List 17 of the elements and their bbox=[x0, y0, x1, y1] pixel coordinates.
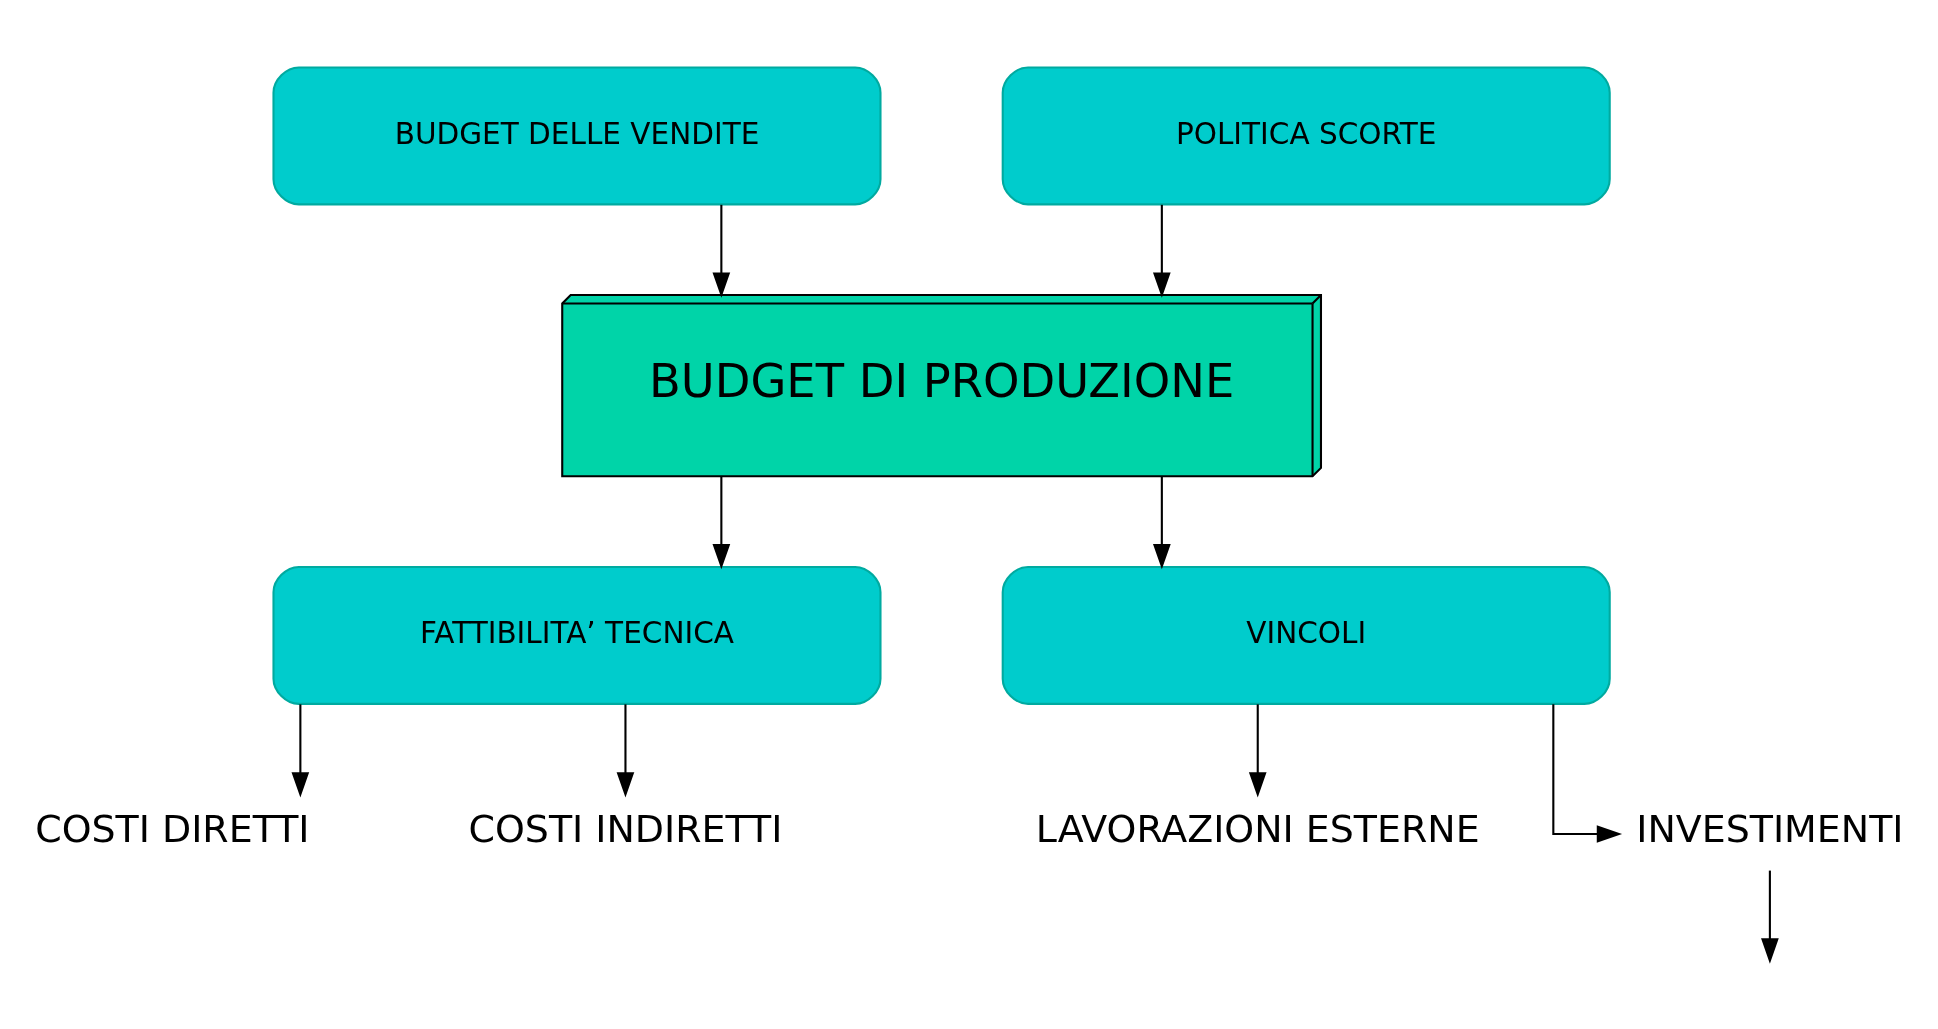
arrow bbox=[1761, 870, 1779, 964]
arrow bbox=[291, 703, 310, 797]
node-text: LAVORAZIONI ESTERNE bbox=[1035, 806, 1480, 851]
node-text: INVESTIMENTI bbox=[1636, 806, 1904, 851]
node-box: BUDGET DELLE VENDITE bbox=[272, 65, 882, 205]
arrow bbox=[712, 204, 731, 298]
arrow bbox=[1248, 703, 1267, 797]
node-box: POLITICA SCORTE bbox=[1001, 65, 1611, 205]
node-text: COSTI INDIRETTI bbox=[468, 806, 783, 851]
arrow bbox=[616, 703, 635, 797]
arrow bbox=[1153, 476, 1171, 569]
arrow bbox=[1153, 204, 1171, 298]
node-text: COSTI DIRETTI bbox=[35, 806, 310, 851]
node-box: FATTIBILITA’ TECNICA bbox=[272, 565, 882, 705]
node-box: VINCOLI bbox=[1001, 565, 1611, 705]
arrow bbox=[1552, 703, 1623, 843]
arrow bbox=[712, 476, 731, 569]
